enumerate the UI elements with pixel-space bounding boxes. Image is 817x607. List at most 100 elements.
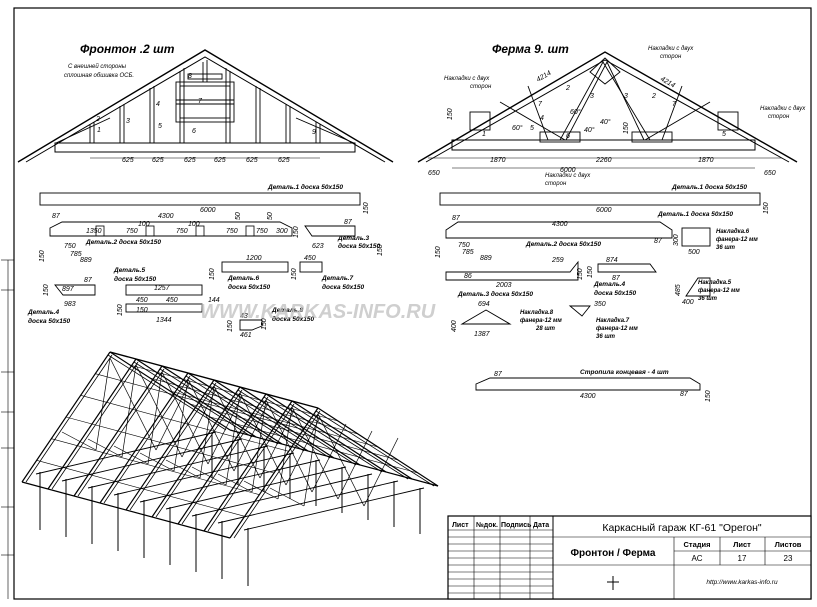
g-det3-d1: 87 bbox=[344, 219, 353, 226]
t-det4-label2: доска 50х150 bbox=[594, 289, 636, 297]
g-det4-d3: 983 bbox=[64, 301, 76, 308]
t-det3-d1: 86 bbox=[464, 273, 472, 280]
g-det4-d1: 87 bbox=[84, 277, 93, 284]
crosshair-icon bbox=[607, 576, 619, 590]
g-det6-d1: 1200 bbox=[246, 255, 262, 262]
gable-part-3: 3 bbox=[126, 118, 130, 125]
gable-parts: Деталь.1 доска 50х150 6000 150 Деталь.2 … bbox=[27, 183, 384, 339]
g-det1-h: 150 bbox=[363, 202, 370, 214]
truss-angle-3: 40° bbox=[584, 126, 595, 134]
g-det6-d2: 150 bbox=[209, 268, 216, 280]
g-det3-d3: 623 bbox=[312, 243, 324, 250]
gable-spacing-5: 625 bbox=[246, 157, 258, 164]
truss-dim-150l: 150 bbox=[447, 108, 454, 120]
truss-dim-2260: 2260 bbox=[595, 157, 612, 164]
truss-note-bottom: Накладки с двух bbox=[545, 173, 591, 179]
truss-part-1: 1 bbox=[482, 131, 486, 138]
truss-dim-650l: 650 bbox=[428, 170, 440, 177]
t-rafter-d2: 4300 bbox=[580, 393, 596, 400]
tb-col-list: Лист bbox=[452, 522, 469, 529]
gable-spacing-4: 625 bbox=[214, 157, 226, 164]
gable-part-1: 1 bbox=[97, 127, 101, 134]
g-det5-d4: 144 bbox=[208, 297, 220, 304]
gable-spacing-3: 625 bbox=[184, 157, 196, 164]
t-det2-d4: 750 bbox=[458, 242, 470, 249]
truss-part-5: 5 bbox=[530, 125, 534, 132]
g-det2-d11: 785 bbox=[70, 251, 82, 258]
g-det2-d10: 750 bbox=[256, 228, 268, 235]
g-det5-d1: 1257 bbox=[154, 285, 171, 292]
gable-drawing: Фронтон .2 шт С внешней стороны сплошная… bbox=[17, 42, 394, 164]
gable-part-2: 2 bbox=[95, 116, 100, 123]
g-det6-label: Деталь.6 bbox=[227, 275, 259, 282]
truss-note-left2: сторон bbox=[470, 84, 492, 90]
truss-angle-4: 40° bbox=[600, 118, 611, 126]
truss-dim-650r: 650 bbox=[764, 170, 776, 177]
truss-drawing: Ферма 9. шт Накладки с двух сторон Накла… bbox=[417, 42, 806, 187]
g-det2-d7: 750 bbox=[226, 228, 238, 235]
tb-sheets: 23 bbox=[784, 554, 793, 563]
truss-part-3r: 3 bbox=[624, 93, 628, 100]
g-det2-d4: 100 bbox=[188, 221, 200, 228]
t-nak5-label2: фанера-12 мм bbox=[698, 287, 740, 294]
truss-title: Ферма 9. шт bbox=[492, 42, 569, 56]
t-det2-d2: 4300 bbox=[552, 221, 568, 228]
g-det3-label2: доска 50х150 bbox=[338, 242, 380, 250]
watermark: WWW.KARKAS-INFO.RU bbox=[200, 301, 436, 323]
t-nak8-d3: 400 bbox=[451, 320, 458, 332]
g-det8-label2: доска 50х150 bbox=[272, 315, 314, 323]
t-nak7-label2: фанера-12 мм bbox=[596, 325, 638, 332]
t-nak6-label: Накладка.6 bbox=[716, 229, 750, 235]
g-det8-d4: 150 bbox=[261, 318, 268, 330]
truss-note-bottom2: сторон bbox=[545, 181, 567, 187]
g-det5-label2: доска 50х150 bbox=[114, 275, 156, 283]
t-det3-d2: 2003 bbox=[495, 282, 512, 289]
tb-sheet-h: Лист bbox=[733, 540, 751, 549]
g-det2-d8: 750 bbox=[64, 243, 76, 250]
t-det3-d3: 259 bbox=[551, 257, 564, 264]
truss-note-left: Накладки с двух bbox=[444, 76, 490, 82]
truss-part-7r: 7 bbox=[672, 101, 677, 108]
g-det7-label: Деталь.7 bbox=[321, 275, 353, 282]
gable-part-4: 4 bbox=[156, 101, 160, 108]
t-rafter-label: Стропила концевая - 4 шт bbox=[580, 369, 669, 376]
t-nak5-d2: 485 bbox=[675, 284, 682, 296]
g-det2-d16: 50 bbox=[267, 212, 274, 220]
t-det2-top-label: Деталь.1 доска 50х150 bbox=[657, 210, 733, 218]
truss-part-2: 2 bbox=[565, 85, 570, 92]
tb-sheet-title: Фронтон / Ферма bbox=[571, 548, 656, 559]
g-det8-d3: 150 bbox=[227, 320, 234, 332]
t-rafter-d3: 87 bbox=[680, 391, 689, 398]
truss-note-right: Накладки с двух bbox=[760, 106, 806, 112]
tb-project: Каркасный гараж КГ-61 "Орегон" bbox=[602, 522, 762, 534]
truss-part-5r: 5 bbox=[722, 131, 726, 138]
tb-sheet: 17 bbox=[738, 554, 747, 563]
g-det5-label: Деталь.5 bbox=[113, 267, 145, 274]
gable-spacing-2: 625 bbox=[152, 157, 164, 164]
truss-note-top2: сторон bbox=[660, 54, 682, 60]
g-det4-label: Деталь.4 bbox=[27, 309, 59, 316]
g-det3-label: Деталь.3 bbox=[337, 235, 369, 242]
g-det4-d4: 150 bbox=[43, 284, 50, 296]
g-det2-d14: 150 bbox=[39, 250, 46, 262]
t-nak8-d1: 694 bbox=[478, 301, 490, 308]
t-nak7-label: Накладка.7 bbox=[596, 318, 630, 324]
g-det7-d2: 150 bbox=[291, 268, 298, 280]
sheet-frame bbox=[13, 7, 812, 600]
gable-part-8: 8 bbox=[188, 73, 192, 80]
t-det1-len: 6000 bbox=[596, 207, 612, 214]
g-det7-label2: доска 50х150 bbox=[322, 283, 364, 291]
g-det2-d13: 300 bbox=[276, 228, 288, 235]
g-det2-d1: 87 bbox=[52, 213, 61, 220]
t-det3-d4: 150 bbox=[577, 268, 584, 280]
t-nak8-label2: фанера-12 мм bbox=[520, 317, 562, 324]
gable-part-9: 9 bbox=[312, 129, 316, 136]
g-det8-label: Деталь.8 bbox=[271, 307, 303, 314]
g-det3-d2: 150 bbox=[293, 226, 300, 238]
t-det4-d2: 87 bbox=[612, 275, 621, 282]
g-det4-d2: 897 bbox=[62, 286, 75, 293]
g-det2-d5: 750 bbox=[126, 228, 138, 235]
t-det2-d7: 150 bbox=[435, 246, 442, 258]
gable-title: Фронтон .2 шт bbox=[80, 42, 175, 56]
